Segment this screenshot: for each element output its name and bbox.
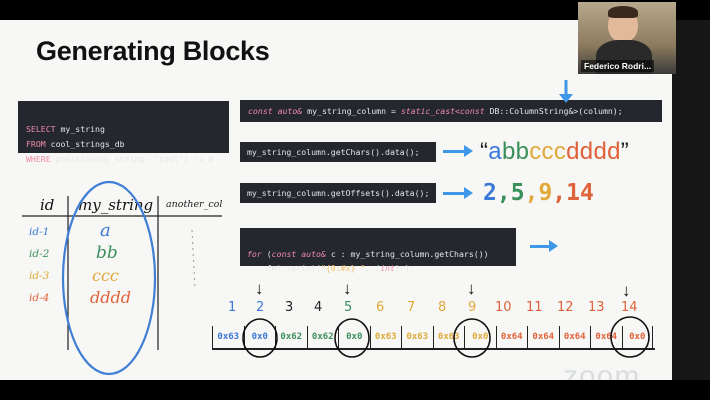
table-value-4: dddd (90, 288, 131, 307)
get-chars-code: my_string_column.getChars().data(); (240, 142, 436, 162)
index-10: 10 (495, 300, 512, 315)
person-hair (608, 6, 638, 18)
index-7: 7 (407, 300, 416, 315)
byte-cell: 0x63 (401, 326, 433, 348)
chars-result: “abbcccdddd” (480, 138, 630, 165)
byte-cell: 0x63 (212, 326, 244, 348)
bottom-black-bar (0, 380, 710, 400)
table-header-id: id (40, 196, 55, 214)
table-header-my-string: my_string (78, 196, 154, 214)
table-value-1: a (100, 220, 111, 241)
byte-cell: 0x63 (432, 326, 465, 348)
presentation-slide: Generating Blocks SELECT my_string FROM … (0, 20, 672, 380)
index-2: 2 (256, 300, 265, 315)
slide-title: Generating Blocks (36, 36, 270, 66)
table-id-2: id-2 (29, 248, 50, 260)
webcam-video: Federico Rodri... (578, 2, 676, 74)
index-3: 3 (285, 300, 294, 315)
webcam-name-label: Federico Rodri... (581, 60, 655, 72)
byte-cell: 0x64 (558, 326, 591, 348)
byte-cell: 0x64 (590, 326, 622, 348)
byte-cells: 0x63 0x0 0x62 0x62 0x0 0x63 0x63 0x63 0x… (212, 326, 653, 348)
zoom-watermark: zoom (563, 360, 641, 380)
sql-code-block: SELECT my_string FROM cool_strings_db WH… (18, 101, 229, 164)
get-offsets-code: my_string_column.getOffsets().data(); (240, 183, 436, 203)
loop-code-block: for (const auto& c : my_string_column.ge… (240, 228, 516, 273)
offsets-arrow-icon (443, 187, 473, 199)
cast-code-block: const auto& my_string_column = static_ca… (240, 100, 662, 122)
index-6: 6 (376, 300, 385, 315)
index-12: 12 (557, 300, 574, 315)
table-id-4: id-4 (29, 292, 50, 304)
index-4: 4 (314, 300, 323, 315)
table-lines (22, 180, 222, 376)
down-arrow-icon: ↓ (343, 279, 352, 298)
index-14: 14 (621, 300, 638, 315)
down-arrow-icon: ↓ (255, 279, 264, 298)
loop-arrow-icon (530, 240, 558, 252)
byte-cell: 0x0 (338, 326, 370, 348)
blue-down-arrow-icon (559, 80, 573, 103)
index-11: 11 (526, 300, 543, 315)
byte-cell: 0x62 (306, 326, 339, 348)
byte-cell: 0x63 (369, 326, 402, 348)
index-1: 1 (228, 300, 237, 315)
table-value-3: ccc (92, 266, 119, 285)
index-5: 5 (344, 300, 353, 315)
byte-cell: 0x62 (275, 326, 307, 348)
down-arrow-icon: ↓ (622, 281, 631, 300)
index-9: 9 (468, 300, 477, 315)
top-black-bar (0, 0, 710, 20)
byte-cell: 0x0 (464, 326, 496, 348)
table-id-1: id-1 (29, 226, 50, 238)
byte-cell: 0x64 (527, 326, 559, 348)
table-id-3: id-3 (29, 270, 50, 282)
cells-baseline (212, 348, 655, 350)
down-arrow-icon: ↓ (467, 279, 476, 298)
null-byte-circles (242, 316, 650, 358)
right-dark-strip (672, 20, 710, 380)
index-8: 8 (438, 300, 447, 315)
chars-arrow-icon (443, 145, 473, 157)
index-13: 13 (588, 300, 605, 315)
byte-cell: 0x64 (495, 326, 528, 348)
offsets-result: 2,5,9,14 (483, 180, 594, 206)
byte-cell: 0x0 (621, 326, 653, 348)
byte-cell: 0x0 (243, 326, 276, 348)
table-header-another-col: another_col (166, 199, 223, 210)
table-value-2: bb (96, 243, 118, 263)
